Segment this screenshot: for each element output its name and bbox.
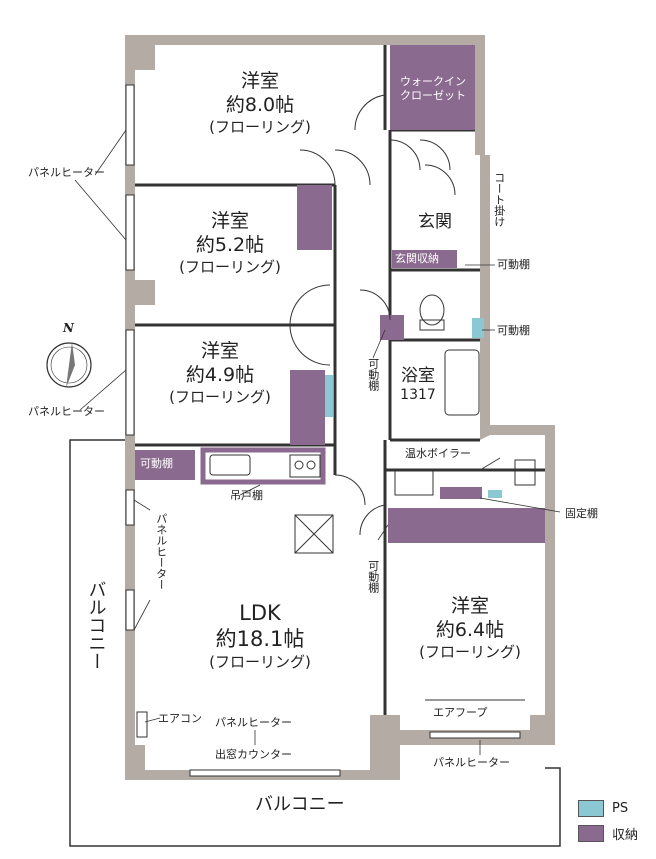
room-name: 洋室: [210, 210, 249, 232]
movable-shelf-bath-label: 可動棚: [497, 324, 530, 337]
movable-shelf-kitchen-label: 可動棚: [140, 457, 173, 470]
room-size: 約8.0帖: [225, 93, 295, 116]
fixed-shelf-label: 固定棚: [565, 507, 598, 520]
room-name: 洋室: [200, 340, 239, 362]
room-name: LDK: [239, 601, 281, 625]
movable-shelf-toilet-label: 可動棚: [366, 358, 380, 391]
room-size: 約5.2帖: [195, 233, 265, 256]
room-size: 約4.9帖: [185, 363, 255, 386]
room-ldk: LDK 約18.1帖 (フローリング): [195, 600, 325, 671]
entrance-storage-label: 玄関収納: [395, 252, 439, 265]
room-floor: (フローリング): [419, 642, 521, 661]
room-name: 洋室: [450, 595, 489, 617]
leader-lines: [74, 129, 561, 755]
balcony-outline: [69, 439, 561, 847]
room-floor: (フローリング): [209, 117, 311, 136]
room-floor: (フローリング): [169, 387, 271, 406]
fixtures: [136, 294, 536, 738]
room-western-1: 洋室 約8.0帖 (フローリング): [200, 70, 320, 136]
room-floor: (フローリング): [179, 257, 281, 276]
panel-heater-label-5: パネルヒーター: [433, 756, 510, 769]
room-entrance: 玄関: [418, 212, 452, 232]
ps-blocks: [325, 318, 502, 498]
water-heater-label: 温水ボイラー: [405, 447, 471, 460]
legend-swatch-ps: [578, 800, 604, 817]
room-western-2: 洋室 約5.2帖 (フローリング): [165, 210, 295, 276]
room-bath: 浴室 1317: [392, 366, 444, 405]
compass-north-label: N: [63, 321, 74, 335]
legend-item-storage: 収納: [578, 824, 638, 843]
room-size: 約6.4帖: [435, 618, 505, 641]
panel-heater-label-1: パネルヒーター: [28, 166, 105, 179]
legend-label-storage: 収納: [612, 828, 639, 843]
panel-heater-label-3: パネルヒーター: [154, 513, 168, 590]
compass-icon: [46, 342, 92, 388]
legend-swatch-storage: [578, 825, 604, 842]
movable-shelf-room-label: 可動棚: [366, 560, 380, 593]
hanging-cupboard-label: 吊戸棚: [230, 489, 263, 502]
room-name: 洋室: [240, 70, 279, 92]
windows: [125, 84, 521, 777]
room-size: 約18.1帖: [215, 627, 305, 652]
bay-counter-label: 出窓カウンター: [215, 748, 292, 761]
balcony-side-label: バルコニー: [85, 580, 107, 670]
balcony-bottom-label: バルコニー: [255, 794, 345, 815]
legend-label-ps: PS: [612, 801, 629, 816]
room-western-4: 洋室 約6.4帖 (フローリング): [405, 595, 535, 661]
air-conditioner-label: エアコン: [158, 712, 202, 725]
room-size: 1317: [400, 387, 436, 404]
panel-heater-label-2: パネルヒーター: [28, 405, 105, 418]
room-western-3: 洋室 約4.9帖 (フローリング): [155, 340, 285, 406]
movable-shelf-label: 可動棚: [497, 258, 530, 271]
panel-heater-label-4: パネルヒーター: [215, 716, 292, 729]
walls: [125, 35, 555, 780]
walk-in-closet-label: ウォークイン クローゼット: [392, 75, 474, 103]
room-floor: (フローリング): [209, 652, 311, 671]
legend-item-ps: PS: [578, 800, 628, 817]
doors: [289, 94, 456, 536]
coat-hanger-label: コート掛け: [492, 172, 506, 227]
room-name: 浴室: [401, 366, 435, 386]
air-hoop-label: エアフープ: [433, 706, 488, 719]
walk-in-closet-line2: クローゼット: [400, 88, 466, 102]
walk-in-closet-line1: ウォークイン: [400, 75, 466, 88]
